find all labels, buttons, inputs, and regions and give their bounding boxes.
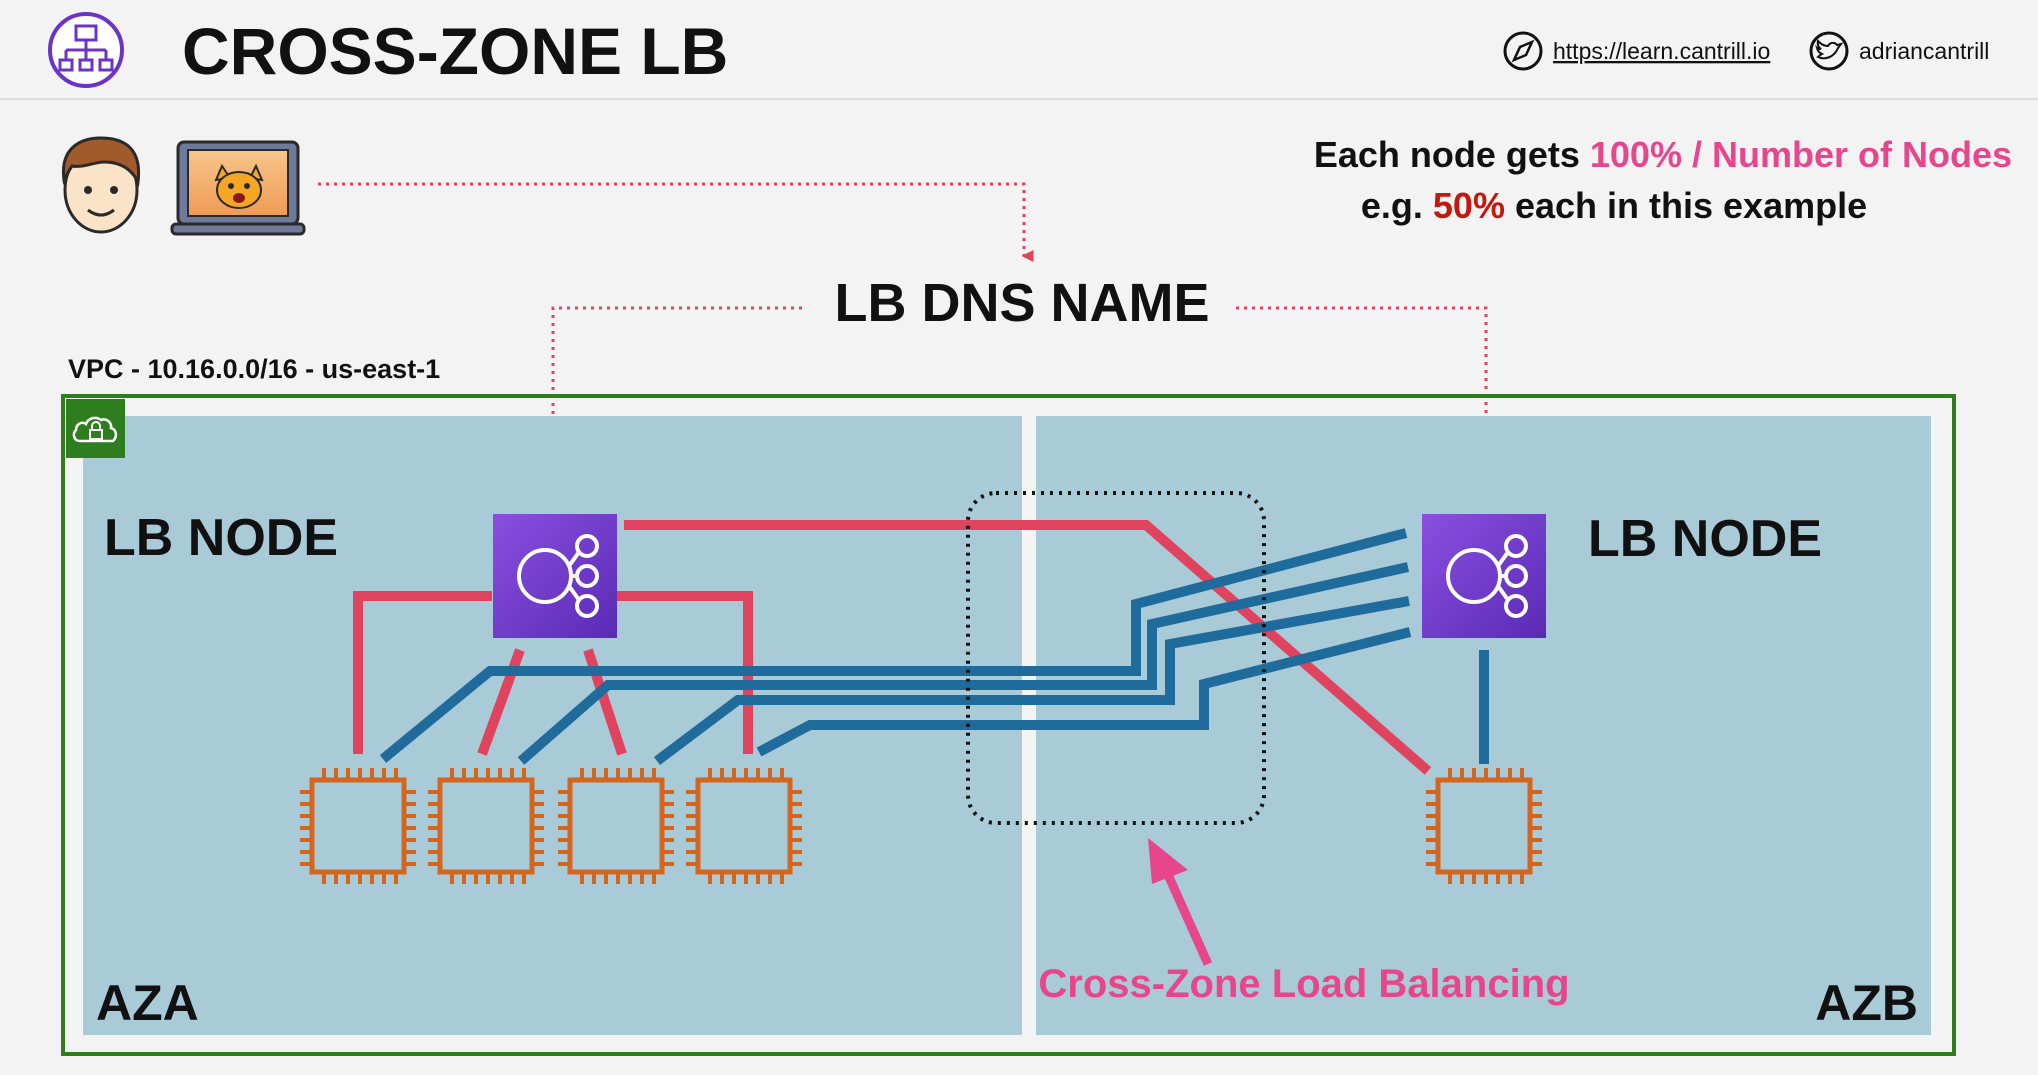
note-line-2-highlight: 50% — [1433, 185, 1505, 226]
cat-face-icon — [214, 163, 264, 209]
dns-to-lb-node-a-arrow — [550, 306, 802, 502]
client-to-dns-arrow — [318, 182, 1034, 262]
vpc-cloud-lock-icon — [66, 399, 125, 458]
lb-b-to-instance-4-line — [756, 627, 1412, 757]
note-line-1: Each node gets 100% / Number of Nodes — [1314, 134, 2012, 175]
lb-node-a-label: LB NODE — [104, 509, 338, 567]
network-hierarchy-icon — [48, 12, 124, 88]
cross-zone-highlight-box — [966, 491, 1266, 825]
load-balancer-node-b-icon — [1420, 512, 1548, 640]
note-line-2: e.g. 50% each in this example — [1361, 185, 1867, 226]
lb-dns-name: LB DNS NAME — [835, 273, 1210, 333]
laptop-icon — [170, 140, 306, 236]
dns-to-lb-node-b-arrow — [1236, 306, 1496, 502]
note-line-1-highlight: 100% / Number of Nodes — [1590, 134, 2012, 175]
lb-b-to-instance-1-line — [379, 528, 1408, 763]
cross-zone-pointer-arrow — [1148, 838, 1213, 966]
user-avatar — [61, 136, 141, 234]
vpc-boundary — [61, 394, 1956, 1056]
az-a-label: AZA — [96, 975, 199, 1031]
az-b-label: AZB — [1815, 975, 1918, 1031]
vpc-label: VPC - 10.16.0.0/16 - us-east-1 — [68, 354, 440, 384]
twitter-handle[interactable]: adriancantrill — [1859, 38, 1989, 64]
compass-icon — [1503, 31, 1543, 71]
note-line-2-suffix: each in this example — [1505, 185, 1867, 226]
website-link[interactable]: https://learn.cantrill.io — [1553, 38, 1770, 64]
note-line-1-prefix: Each node gets — [1314, 134, 1590, 175]
lb-a-to-instance-1-line — [353, 591, 492, 754]
load-balancer-node-a-icon — [491, 512, 619, 640]
header: CROSS-ZONE LB https://learn.cantrill.io … — [0, 12, 2038, 100]
cross-zone-label: Cross-Zone Load Balancing — [1038, 962, 1569, 1006]
connections — [353, 520, 1489, 775]
note-line-2-prefix: e.g. — [1361, 185, 1433, 226]
lb-node-b-label: LB NODE — [1588, 510, 1822, 568]
lb-b-to-instance-3-line — [653, 596, 1410, 765]
twitter-bird-icon — [1809, 31, 1849, 71]
lb-b-to-instance-2-line — [517, 562, 1410, 765]
page-title: CROSS-ZONE LB — [182, 14, 728, 88]
lb-a-to-instance-5-line — [624, 520, 1432, 775]
